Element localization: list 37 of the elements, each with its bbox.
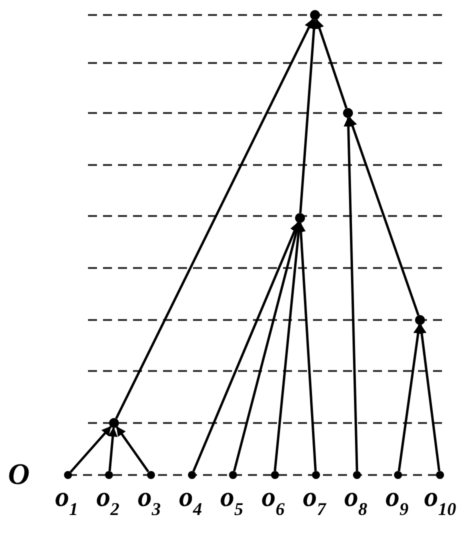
node-dot xyxy=(146,471,155,479)
object-label: o$_{9}$ xyxy=(386,482,408,520)
node-dot xyxy=(353,471,362,479)
object-label: o$_{8}$ xyxy=(344,482,368,520)
object-label: o$_{6}$ xyxy=(262,482,285,520)
arrow xyxy=(192,222,300,472)
object-label: o$_{7}$ xyxy=(302,482,326,520)
arrow xyxy=(314,18,348,109)
object-label: o$_{10}$ xyxy=(424,482,456,520)
arrow xyxy=(299,19,319,214)
arrow xyxy=(115,18,314,420)
object-label: o$_{5}$ xyxy=(220,482,244,520)
arrow xyxy=(108,427,118,472)
node-dot xyxy=(64,471,72,479)
node-dot xyxy=(295,213,305,223)
arrow xyxy=(348,116,420,316)
node-dot xyxy=(415,315,425,325)
node-dot xyxy=(105,471,114,479)
arrow xyxy=(344,117,358,472)
node-dot xyxy=(229,471,238,479)
node-dot xyxy=(436,471,444,479)
node-dot xyxy=(270,471,278,479)
arrow xyxy=(116,426,150,472)
node-dot xyxy=(188,471,196,479)
node-dot xyxy=(310,10,320,20)
node-dot xyxy=(343,108,353,118)
arrow xyxy=(416,324,440,472)
object-label: o$_{1}$ xyxy=(55,482,78,520)
set-label: O xyxy=(8,458,30,492)
object-label: o$_{2}$ xyxy=(96,482,120,520)
object-label: o$_{3}$ xyxy=(138,482,161,520)
node-dot xyxy=(109,418,119,428)
arrow xyxy=(398,324,423,472)
arrow xyxy=(70,426,112,473)
node-dot xyxy=(312,471,320,479)
node-dot xyxy=(394,471,402,479)
object-label: o$_{4}$ xyxy=(179,482,202,520)
